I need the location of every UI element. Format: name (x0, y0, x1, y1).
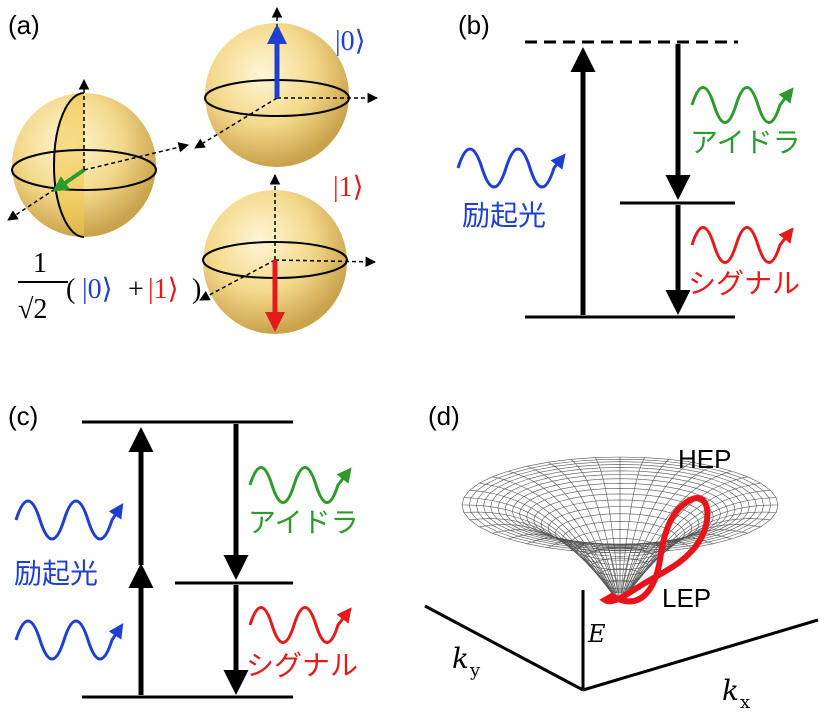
svg-text:k: k (452, 642, 469, 675)
formula-plus: + (128, 274, 144, 305)
lep-label: LEP (662, 583, 711, 613)
panel-a: (a) |0⟩ (7, 6, 379, 334)
signal-wave (248, 606, 352, 644)
y-axis (83, 142, 190, 171)
mesh-spoke (469, 489, 614, 594)
y-axis (274, 256, 377, 268)
formula-ket0: |0⟩ (82, 274, 113, 305)
mesh-spoke (626, 518, 771, 596)
idler-label: アイドラ (690, 126, 801, 159)
ky-axis-label: k y (452, 642, 481, 681)
coef-denominator: √2 (18, 294, 47, 325)
bloch-sphere-ket0 (194, 6, 379, 167)
sphere-meridian-fill (54, 93, 84, 237)
mesh-spoke (626, 497, 777, 595)
mesh-spoke (626, 524, 761, 596)
pump-wave (456, 147, 566, 189)
mesh-spoke (463, 497, 614, 595)
mesh-spoke (570, 542, 619, 597)
x-axis (194, 97, 278, 149)
panel-d: (d) HEP LEP E k y k x (424, 401, 819, 713)
ket1-label: |1⟩ (333, 172, 364, 203)
mesh-spoke (621, 459, 670, 593)
sphere-equator (11, 149, 157, 191)
signal-label: シグナル (246, 649, 358, 682)
kx-axis-line (582, 618, 819, 692)
coef-numerator: 1 (33, 248, 47, 279)
pump-label: 励起光 (14, 557, 98, 590)
mesh-spoke (626, 489, 771, 594)
pump-label: 励起光 (462, 199, 546, 232)
mesh-spoke (620, 457, 645, 593)
panel-d-label: (d) (428, 401, 460, 431)
ep-loop (599, 495, 711, 605)
mesh-spoke (492, 476, 615, 594)
mesh-spoke (479, 482, 614, 594)
bloch-sphere-superposition (7, 78, 190, 238)
pump-wave-1 (14, 499, 124, 541)
mesh-spoke (548, 461, 617, 593)
sphere-meridian (53, 92, 85, 238)
mesh-spoke (595, 457, 620, 593)
svg-text:k: k (722, 674, 739, 707)
mesh-spoke (620, 543, 645, 597)
panel-a-label: (a) (8, 10, 40, 40)
superposition-formula: 1 √2 ( |0⟩ + |1⟩ ) (18, 248, 201, 325)
pump-wave-2 (14, 619, 124, 661)
panel-c: (c) 励起光 アイドラ シグナル (8, 401, 359, 699)
mesh-spoke (624, 470, 732, 594)
mesh-spoke (526, 537, 617, 597)
x-axis (199, 259, 276, 301)
bloch-sphere-ket1 (199, 173, 377, 334)
svg-text:x: x (740, 692, 750, 713)
ky-axis-line (424, 604, 584, 692)
mesh-spoke (626, 504, 779, 595)
svg-text:y: y (469, 660, 481, 681)
mesh-spoke (508, 470, 616, 594)
ket0-label: |0⟩ (335, 26, 366, 57)
e-axis-label: E (587, 620, 606, 648)
panel-b-label: (b) (458, 10, 490, 40)
mesh-spoke (623, 461, 692, 593)
paren-left: ( (66, 274, 75, 305)
paren-right: ) (192, 274, 201, 305)
mesh-spoke (595, 543, 620, 597)
panel-b: (b) 励起光 アイドラ シグナル (456, 10, 801, 319)
idler-wave (690, 86, 794, 124)
signal-label: シグナル (688, 267, 800, 300)
mesh-spoke (463, 511, 614, 595)
hep-label: HEP (678, 444, 731, 474)
idler-wave (248, 466, 352, 504)
mesh-spoke (623, 465, 714, 593)
panel-c-label: (c) (8, 401, 38, 431)
mesh-spoke (526, 465, 617, 593)
mesh-spoke (469, 518, 614, 596)
mesh-spoke (626, 482, 761, 594)
mesh-spoke (625, 476, 748, 594)
formula-ket1: |1⟩ (148, 274, 179, 305)
state-vector-green (52, 168, 86, 192)
kx-axis-label: k x (722, 674, 750, 713)
mesh-spoke (461, 504, 614, 595)
idler-label: アイドラ (248, 506, 359, 539)
signal-wave (690, 226, 794, 264)
mesh-spoke (570, 459, 619, 593)
energy-surface-mesh (461, 456, 779, 597)
